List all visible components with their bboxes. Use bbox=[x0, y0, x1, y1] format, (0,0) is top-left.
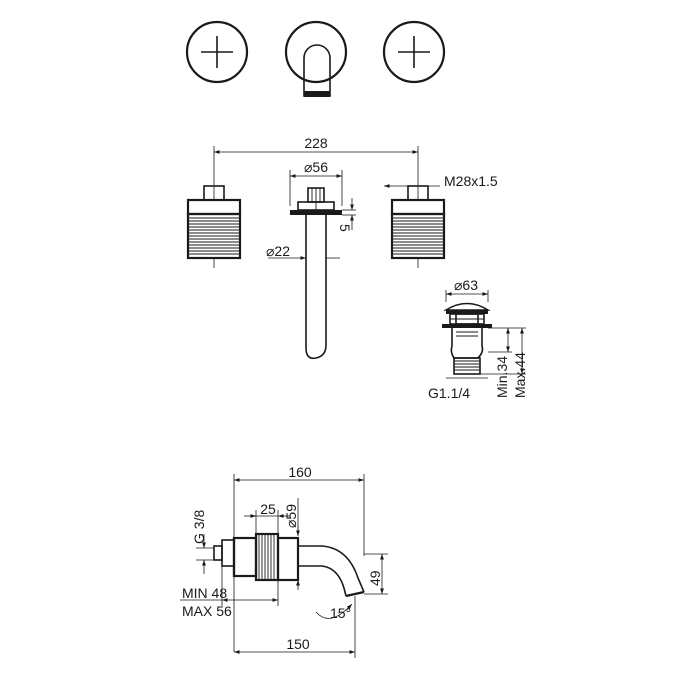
angle-label: 15° bbox=[330, 605, 351, 621]
spout-front bbox=[290, 187, 342, 360]
dim-59-label: ⌀59 bbox=[283, 504, 299, 528]
dimension-56: ⌀56 bbox=[289, 159, 343, 206]
dim-56-label: ⌀56 bbox=[304, 159, 328, 175]
dimension-5: 5 bbox=[337, 198, 356, 232]
waste-max-label: Max.44 bbox=[512, 352, 528, 398]
dimension-228: 228 bbox=[213, 135, 419, 200]
right-handle-top bbox=[382, 20, 446, 84]
left-valve-front bbox=[186, 185, 242, 268]
dimension-thread: M28x1.5 bbox=[384, 173, 498, 189]
dim-25-label: 25 bbox=[260, 501, 276, 517]
waste-min-label: Min.34 bbox=[494, 356, 510, 398]
dimension-wall: MIN 48 MAX 56 bbox=[180, 566, 279, 619]
waste-thread-label: G1.1/4 bbox=[428, 385, 470, 401]
dim-63-label: ⌀63 bbox=[454, 277, 478, 293]
dimension-22: ⌀22 bbox=[266, 243, 340, 260]
dim-160-label: 160 bbox=[288, 464, 312, 480]
top-view bbox=[185, 20, 446, 97]
dimension-59: ⌀59 bbox=[283, 498, 300, 590]
dim-228-label: 228 bbox=[304, 135, 328, 151]
front-view: 228 ⌀56 M28x1.5 bbox=[186, 135, 498, 360]
dimension-49: 49 bbox=[364, 553, 388, 595]
waste-drain: ⌀63 G1.1/4 Min.34 Max.44 bbox=[428, 277, 528, 401]
left-handle-top bbox=[185, 20, 249, 84]
thread-label: M28x1.5 bbox=[444, 173, 498, 189]
dimension-inlet: G 3/8 bbox=[191, 510, 214, 574]
dimension-angle: 15° bbox=[315, 596, 356, 626]
dim-150-label: 150 bbox=[286, 636, 310, 652]
side-view: 160 25 ⌀59 G 3/8 bbox=[180, 464, 388, 658]
side-body bbox=[213, 532, 365, 598]
dim-49-label: 49 bbox=[367, 570, 383, 586]
dimension-160: 160 bbox=[233, 464, 365, 652]
wall-min-label: MIN 48 bbox=[182, 585, 227, 601]
dimension-min-max: Min.34 Max.44 bbox=[480, 327, 528, 398]
dimension-150: 150 bbox=[234, 626, 356, 658]
dimension-63: ⌀63 bbox=[445, 277, 489, 302]
inlet-thread-label: G 3/8 bbox=[191, 510, 207, 544]
spout-top bbox=[284, 20, 348, 97]
dim-22-label: ⌀22 bbox=[266, 243, 290, 259]
wall-max-label: MAX 56 bbox=[182, 603, 232, 619]
dimension-25: 25 bbox=[244, 501, 290, 536]
dim-5-label: 5 bbox=[337, 224, 353, 232]
right-valve-front bbox=[390, 185, 446, 268]
